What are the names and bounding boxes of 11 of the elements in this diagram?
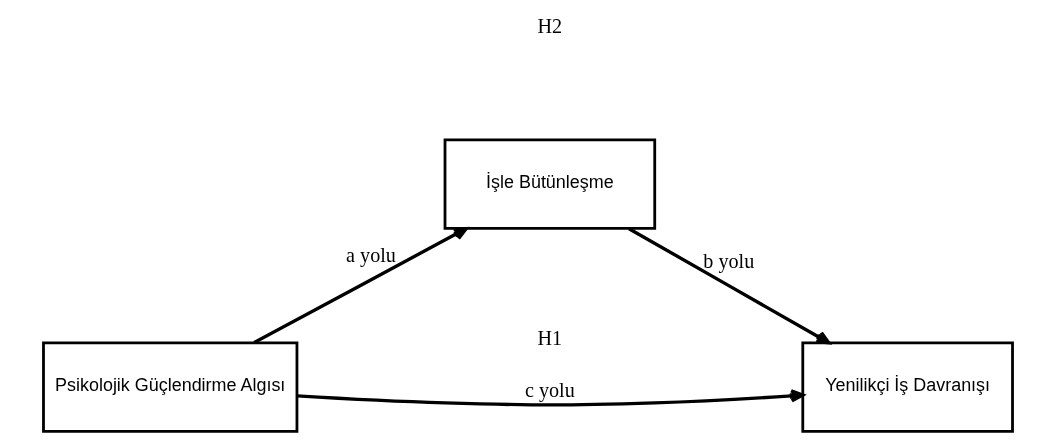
node-box: Yenilikçi İş Davranışı — [801, 341, 1014, 433]
label: H1 — [537, 326, 563, 349]
node-box: İşle Bütünleşme — [443, 138, 657, 230]
edge-label: a yolu — [346, 243, 396, 266]
label: H2 — [537, 15, 563, 38]
edge-label: c yolu — [524, 378, 575, 401]
arrow — [297, 389, 805, 407]
edge-label: b yolu — [703, 249, 755, 272]
node-box: Psikolojik Güçlendirme Algısı — [42, 341, 299, 433]
arrow — [253, 226, 468, 345]
arrow — [628, 227, 831, 345]
